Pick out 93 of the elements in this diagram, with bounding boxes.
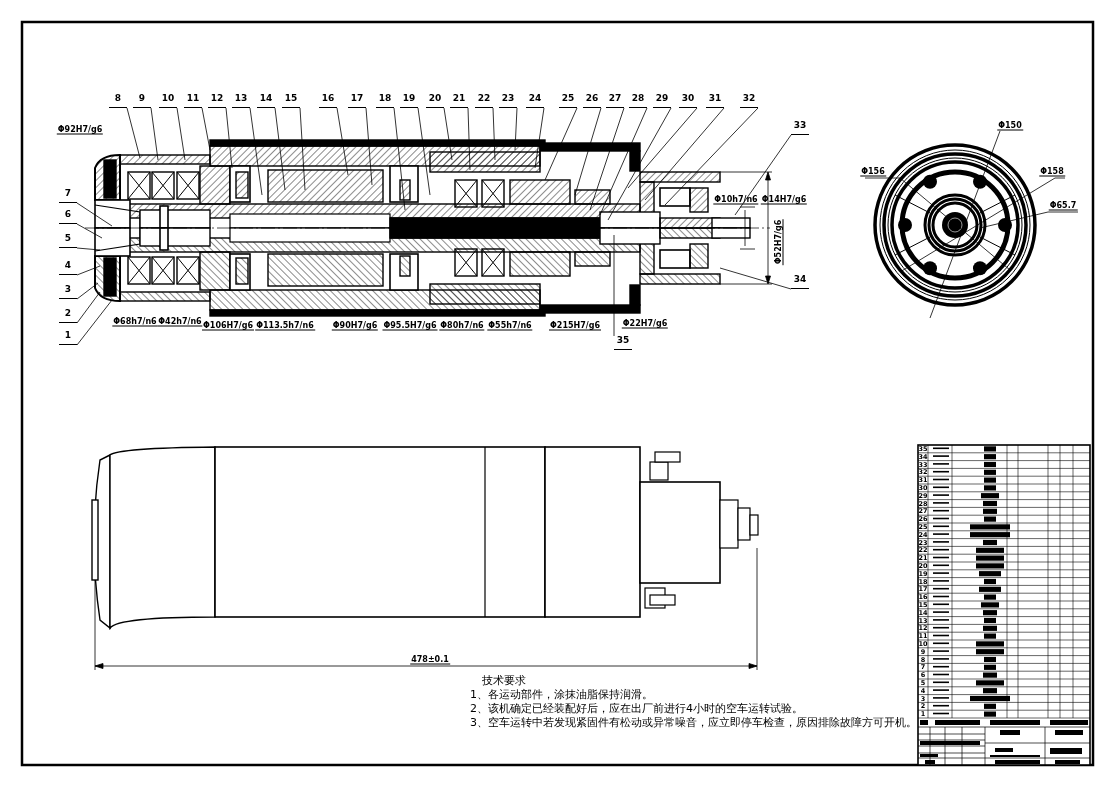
leader-line [274,107,286,191]
callout-number: 3 [59,285,77,299]
dimension-label: Φ42h7/n6 [157,317,203,327]
callout-number: 12 [208,94,226,108]
notes-heading: 技术要求 [482,675,526,686]
callout-number: 30 [679,94,697,108]
leader-line [443,107,453,161]
note-text: 3、空车运转中若发现紧固件有松动或异常噪音，应立即停车检查，原因排除故障方可开机。 [470,717,917,728]
callout-number: 15 [282,94,300,108]
callout-number: 34 [791,275,809,289]
leader-line [544,107,578,181]
leader-line [365,107,373,186]
callout-number: 24 [526,94,544,108]
callout-number: 13 [232,94,250,108]
leader-line [150,107,159,161]
leader-line [393,107,406,211]
leader-line [76,247,101,251]
callout-number: 1 [59,331,77,345]
leader-line [534,107,545,169]
leader-line [734,134,792,216]
leader-line [225,107,233,169]
dimension-label: Φ215H7/g6 [549,321,601,331]
leader-line [719,267,792,290]
leader-line [627,107,698,189]
callout-number: 4 [59,261,77,275]
dimension-label: Φ158 [1039,167,1065,177]
dimension-label: Φ90H7/g6 [331,321,379,331]
dimension-label: Φ22H7/g6 [621,319,669,329]
dimension-label: Φ52H7/g6 [774,218,784,266]
leader-line [417,107,431,196]
callout-number: 22 [475,94,493,108]
leader-line [492,107,496,161]
callout-number: 17 [348,94,366,108]
callout-number: 9 [133,94,151,108]
leader-line [249,107,263,196]
note-text: 2、该机确定已经装配好后，应在出厂前进行4小时的空车运转试验。 [470,703,803,714]
leader-line [607,107,672,221]
leader-line [299,107,306,191]
note-text: 1、各运动部件，涂抹油脂保持润滑。 [470,689,653,700]
callout-number: 8 [109,94,127,108]
callout-number: 33 [791,121,809,135]
leader-line [176,107,186,161]
leader-line [201,107,211,151]
callout-number: 25 [559,94,577,108]
callout-number: 10 [159,94,177,108]
leader-line [613,234,615,337]
callout-number: 16 [319,94,337,108]
leader-line [467,107,471,171]
dimension-label: Φ10h7/n6 [713,195,759,205]
leader-line [664,107,759,206]
callout-number: 26 [583,94,601,108]
dimension-label: Φ150 [997,121,1023,131]
callout-number: 11 [184,94,202,108]
callout-number: 20 [426,94,444,108]
dimension-label: Φ156 [860,167,886,177]
callout-number: 29 [653,94,671,108]
leader-line [599,107,648,216]
callout-number: 21 [450,94,468,108]
dimension-label: Φ68h7/n6 [112,317,158,327]
callout-number: 5 [59,234,77,248]
callout-number: 23 [499,94,517,108]
dimension-label: Φ80h7/n6 [439,321,485,331]
leader-line [76,202,113,227]
leader-line [126,107,141,159]
callout-number: 6 [59,210,77,224]
callout-number: 14 [257,94,275,108]
dimension-label: Φ95.5H7/g6 [382,321,438,331]
leader-line [644,107,725,201]
callout-number: 35 [614,336,632,350]
dimension-label: Φ65.7 [1048,201,1078,211]
dimension-label: Φ106H7/g6 [202,321,254,331]
leader-line [574,107,602,196]
dimension-label: Φ113.5h7/n6 [255,321,315,331]
leader-line [76,299,113,346]
callout-number: 18 [376,94,394,108]
leader-line [514,107,518,151]
callout-number: 27 [606,94,624,108]
leader-line [76,291,101,324]
callout-number: 31 [706,94,724,108]
callout-number: 32 [740,94,758,108]
callout-number: 7 [59,189,77,203]
dimension-label: Φ92H7/g6 [56,125,104,135]
callout-number: 19 [400,94,418,108]
leader-line [336,107,349,176]
leader-line [589,107,625,211]
leader-line [76,265,101,276]
dimension-label: Φ14H7/g6 [760,195,808,205]
callout-number: 2 [59,309,77,323]
leader-line [76,282,99,300]
dimension-label: 478±0.1 [410,655,450,665]
callout-number: 28 [629,94,647,108]
leader-line [76,223,103,239]
dimension-label: Φ55h7/n6 [487,321,533,331]
